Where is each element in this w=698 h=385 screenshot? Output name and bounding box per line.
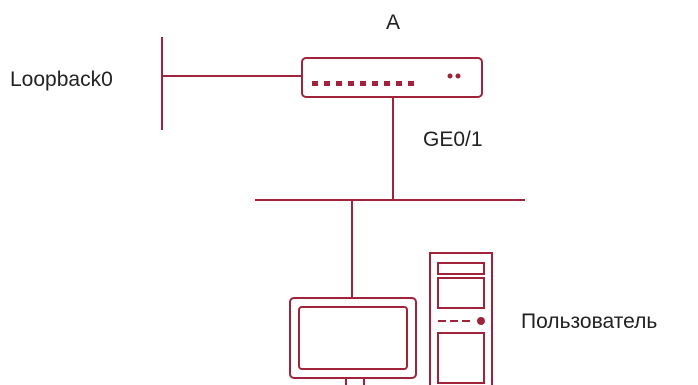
interface-label: GE0/1	[423, 128, 483, 151]
router-label: A	[386, 11, 401, 34]
power-led-icon	[477, 317, 485, 325]
monitor-icon	[289, 297, 417, 385]
user-label: Пользователь	[521, 310, 658, 333]
loopback-label: Loopback0	[10, 68, 113, 91]
router-icon	[301, 57, 483, 98]
